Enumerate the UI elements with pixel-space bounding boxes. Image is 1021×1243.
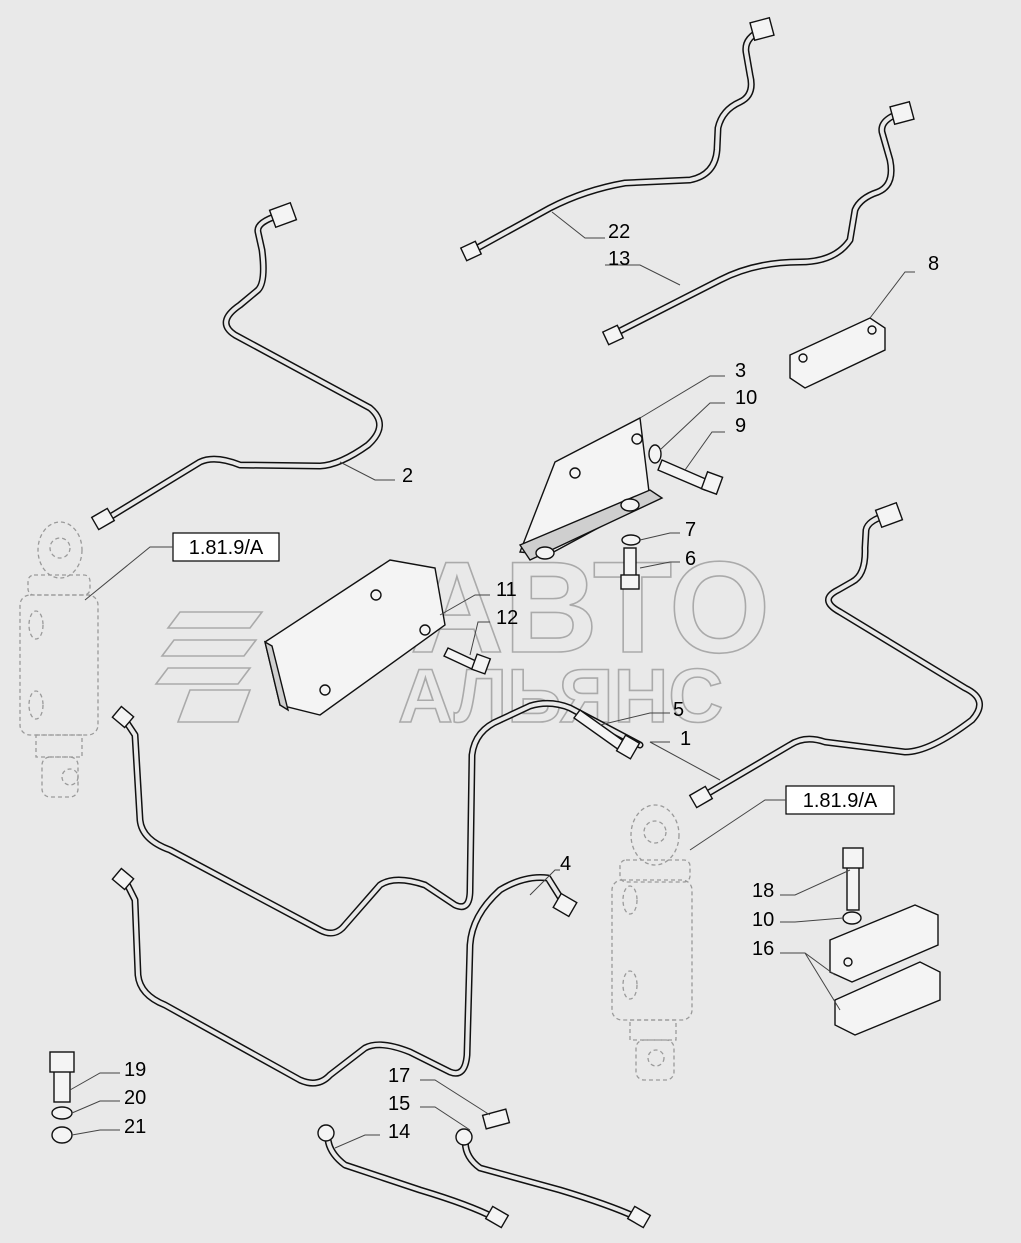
watermark-line1: АВТО	[410, 534, 770, 680]
label-22: 22	[608, 221, 630, 243]
bracket-3	[518, 416, 664, 561]
watermark: АВТО АЛЬЯНС	[154, 533, 771, 740]
bolt-6	[620, 534, 641, 590]
watermark-logo	[154, 611, 264, 723]
label-5: 5	[673, 699, 684, 721]
ghost-cylinder-right	[611, 804, 693, 1081]
hose-14	[317, 1124, 652, 1229]
bolt-5	[573, 709, 641, 760]
label-3: 3	[735, 360, 746, 382]
part-labels: 1 2 3 4 5 6 7 8 9 10 10 11 12 13 14 15 1…	[124, 221, 939, 1143]
label-2: 2	[402, 465, 413, 487]
label-4: 4	[560, 853, 571, 875]
label-17: 17	[388, 1065, 410, 1087]
label-21: 21	[124, 1116, 146, 1138]
label-11: 11	[496, 579, 517, 601]
pipe-22	[459, 16, 775, 262]
label-8: 8	[928, 253, 939, 275]
ref-box-lower: 1.81.9/A	[785, 785, 895, 815]
label-15: 15	[388, 1093, 410, 1115]
label-10b: 10	[752, 909, 774, 931]
label-6: 6	[685, 548, 696, 570]
pipe-13	[601, 100, 915, 346]
ghost-cylinder-left	[19, 521, 99, 798]
pipe-1	[688, 501, 983, 809]
ref-box-upper: 1.81.9/A	[172, 532, 280, 562]
label-18: 18	[752, 880, 774, 902]
bolt-9	[648, 444, 724, 496]
label-10a: 10	[735, 387, 757, 409]
label-16: 16	[752, 938, 774, 960]
clamp-16	[829, 904, 941, 1036]
pipe-2	[90, 201, 383, 531]
label-12: 12	[496, 607, 518, 629]
ref-lower-text: 1.81.9/A	[803, 790, 878, 812]
label-19: 19	[124, 1059, 146, 1081]
clamp-8	[789, 317, 886, 389]
ref-upper-text: 1.81.9/A	[189, 537, 264, 559]
label-14: 14	[388, 1121, 410, 1143]
pipe-4	[111, 699, 644, 1087]
leader-lines	[69, 211, 915, 1149]
bolt-19	[49, 1051, 75, 1144]
bolt-12	[443, 647, 492, 675]
fitting-17	[481, 1108, 511, 1130]
label-7: 7	[685, 519, 696, 541]
bolt-18	[842, 847, 864, 925]
label-13: 13	[608, 248, 630, 270]
bracket-11	[263, 559, 446, 716]
watermark-line2: АЛЬЯНС	[398, 654, 723, 739]
label-20: 20	[124, 1087, 146, 1109]
label-9: 9	[735, 415, 746, 437]
label-1: 1	[680, 728, 691, 750]
